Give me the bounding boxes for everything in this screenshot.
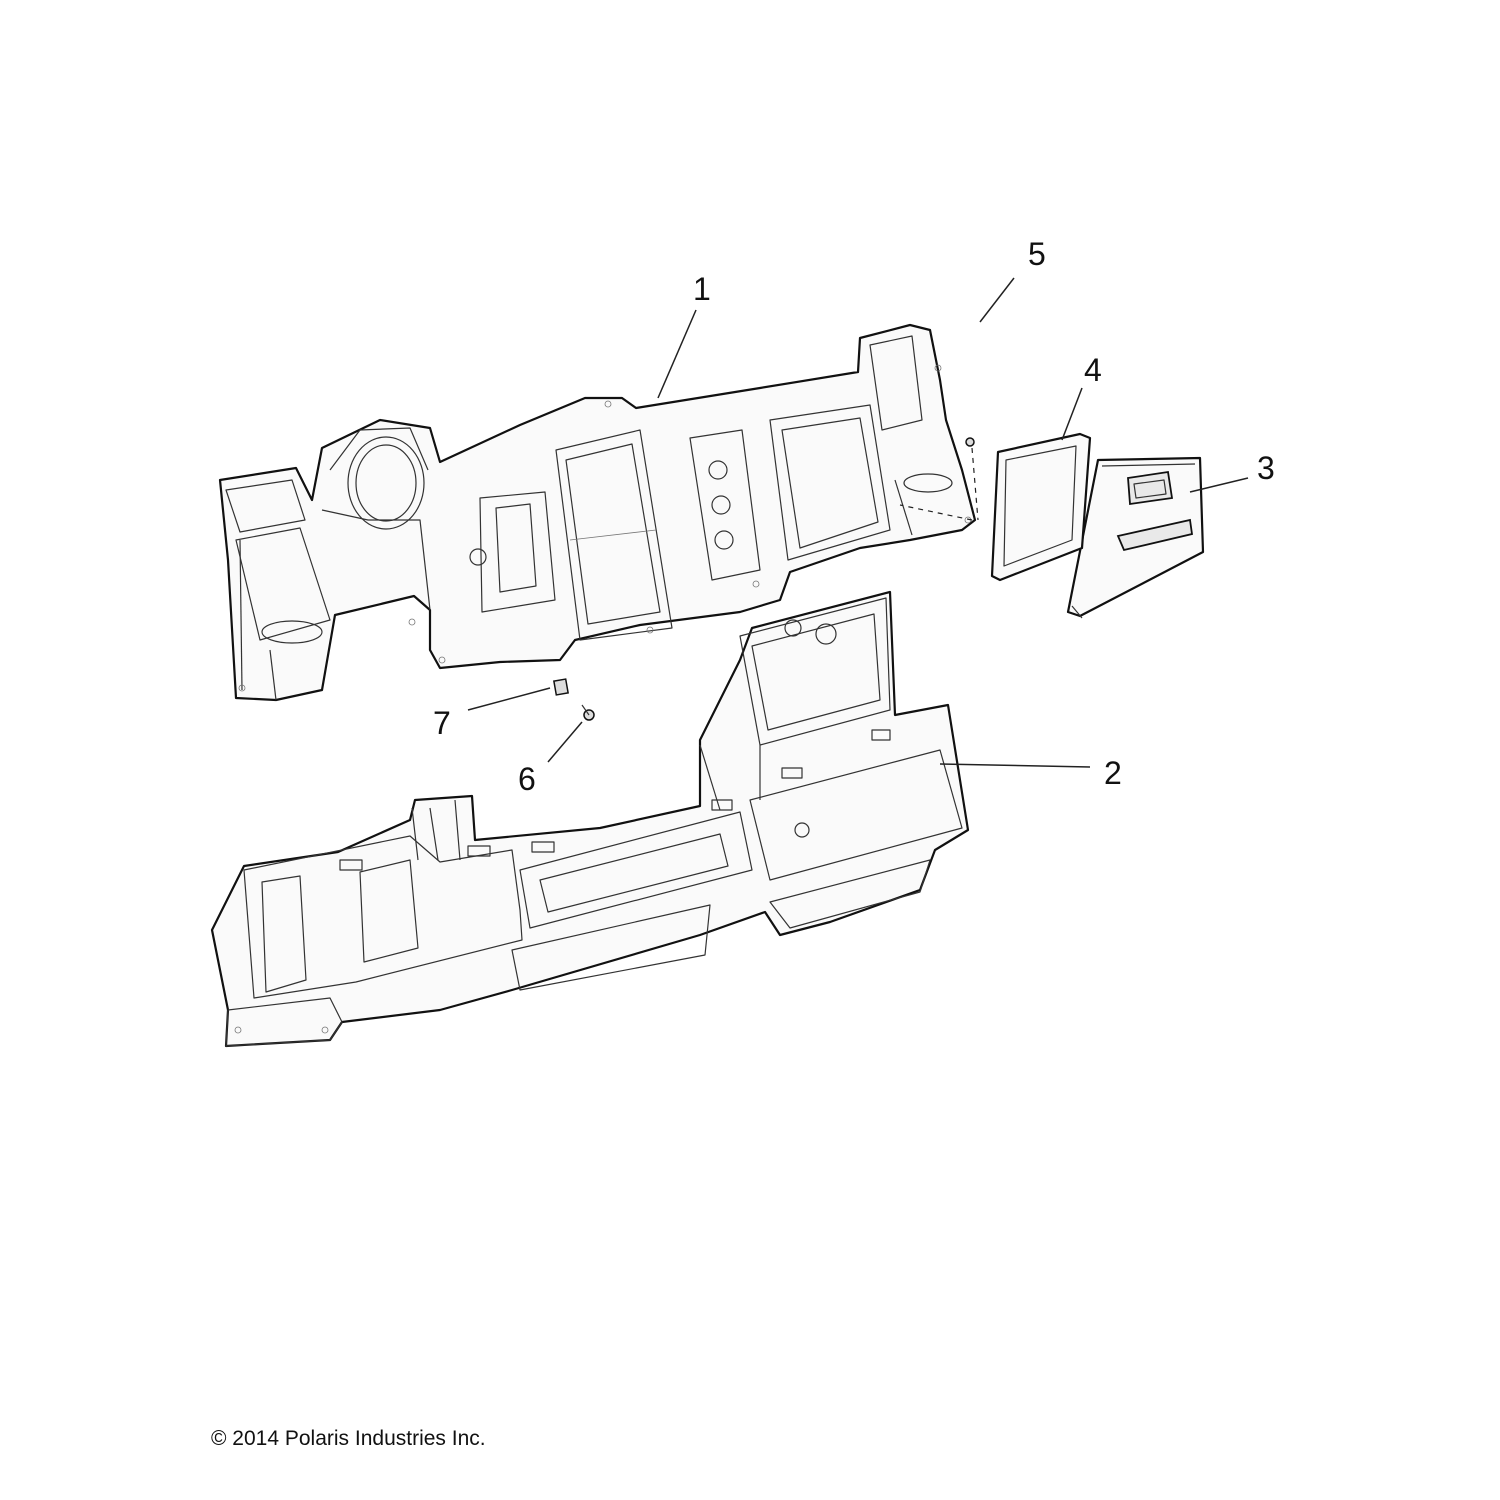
leader-5 <box>979 277 1015 323</box>
callout-1: 1 <box>693 271 711 307</box>
leader-lines <box>467 277 1249 768</box>
callout-3: 3 <box>1257 450 1275 486</box>
leader-1 <box>657 309 697 399</box>
part-1-upper-dash-panel <box>218 323 977 702</box>
leader-2 <box>939 763 1091 768</box>
leader-4 <box>1061 387 1083 441</box>
leader-6 <box>547 721 583 763</box>
callout-6: 6 <box>518 761 536 797</box>
part-3-glove-box-door <box>1066 456 1205 619</box>
callout-labels: 1 2 3 4 5 6 7 <box>433 236 1275 797</box>
copyright-notice: © 2014 Polaris Industries Inc. <box>211 1427 486 1450</box>
callout-2: 2 <box>1104 755 1122 791</box>
leader-3 <box>1189 477 1249 493</box>
callout-7: 7 <box>433 705 451 741</box>
callout-4: 4 <box>1084 352 1102 388</box>
part-5-screw <box>899 437 979 521</box>
part-6-screw <box>581 704 595 721</box>
leader-7 <box>467 687 551 711</box>
part-2-lower-dash-panel <box>210 590 970 1048</box>
part-4-door-seal <box>990 432 1092 582</box>
part-7-nut-clip <box>553 678 569 696</box>
callout-5: 5 <box>1028 236 1046 272</box>
